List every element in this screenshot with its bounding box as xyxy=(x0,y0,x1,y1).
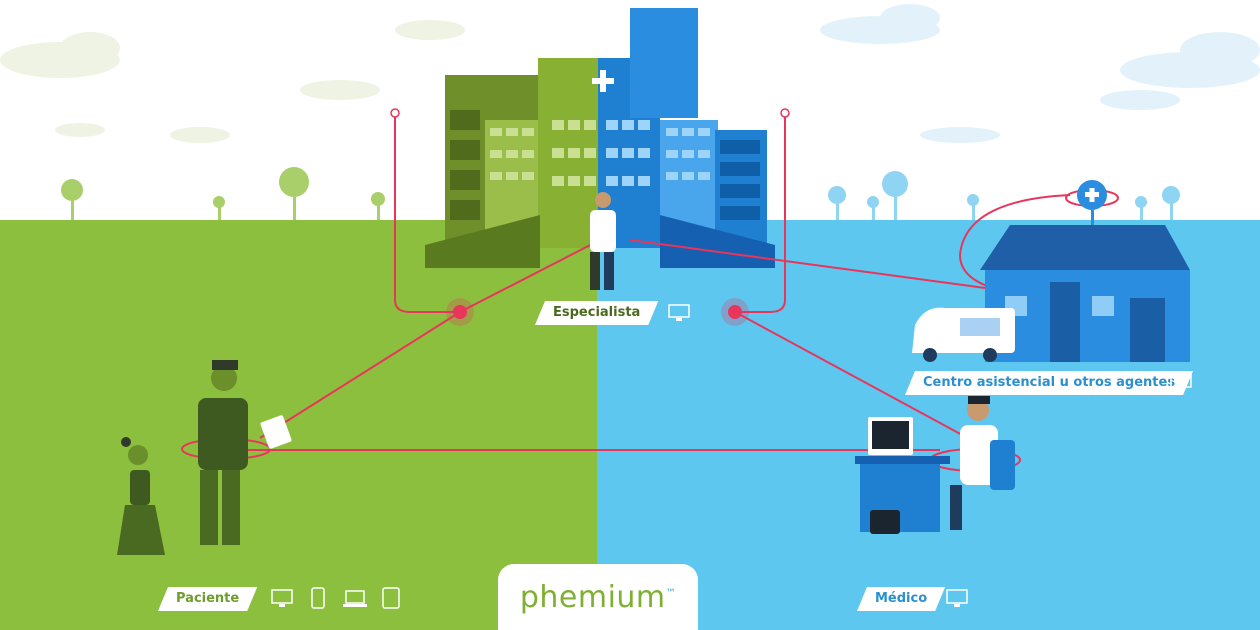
hub-node-right xyxy=(728,305,742,319)
node-top-right xyxy=(780,108,790,118)
monitor-icon xyxy=(668,304,690,321)
doctor-at-desk xyxy=(855,396,1015,534)
node-top-left xyxy=(390,108,400,118)
brand-name: phemium xyxy=(519,579,666,615)
medico-label: Médico xyxy=(857,587,945,611)
green-ground xyxy=(0,220,597,630)
hub-node-left xyxy=(453,305,467,319)
patient-girl-figure xyxy=(117,437,165,555)
clouds-right xyxy=(820,4,1260,143)
clouds-left xyxy=(0,20,465,143)
trees-right xyxy=(828,171,1180,220)
monitor-icon xyxy=(1170,374,1192,391)
phone-icon xyxy=(311,587,325,609)
brand-logo: phemium™ xyxy=(520,580,676,615)
trees-left xyxy=(61,167,385,220)
patient-man-figure xyxy=(198,360,292,545)
monitor-icon xyxy=(271,589,293,607)
trademark-mark: ™ xyxy=(665,587,677,599)
monitor-icon xyxy=(946,589,968,607)
specialist-figure xyxy=(590,192,616,290)
brand-logo-panel: phemium™ xyxy=(498,564,698,630)
especialista-label: Especialista xyxy=(535,301,658,325)
hospital-green-half xyxy=(425,58,598,268)
tablet-icon xyxy=(382,587,400,609)
laptop-icon xyxy=(343,590,367,607)
clinic-building xyxy=(980,180,1190,362)
ambulance xyxy=(912,307,1015,362)
paciente-label: Paciente xyxy=(158,587,257,611)
connection-lines xyxy=(181,113,1119,472)
centro-label: Centro asistencial u otros agentes xyxy=(905,371,1193,395)
